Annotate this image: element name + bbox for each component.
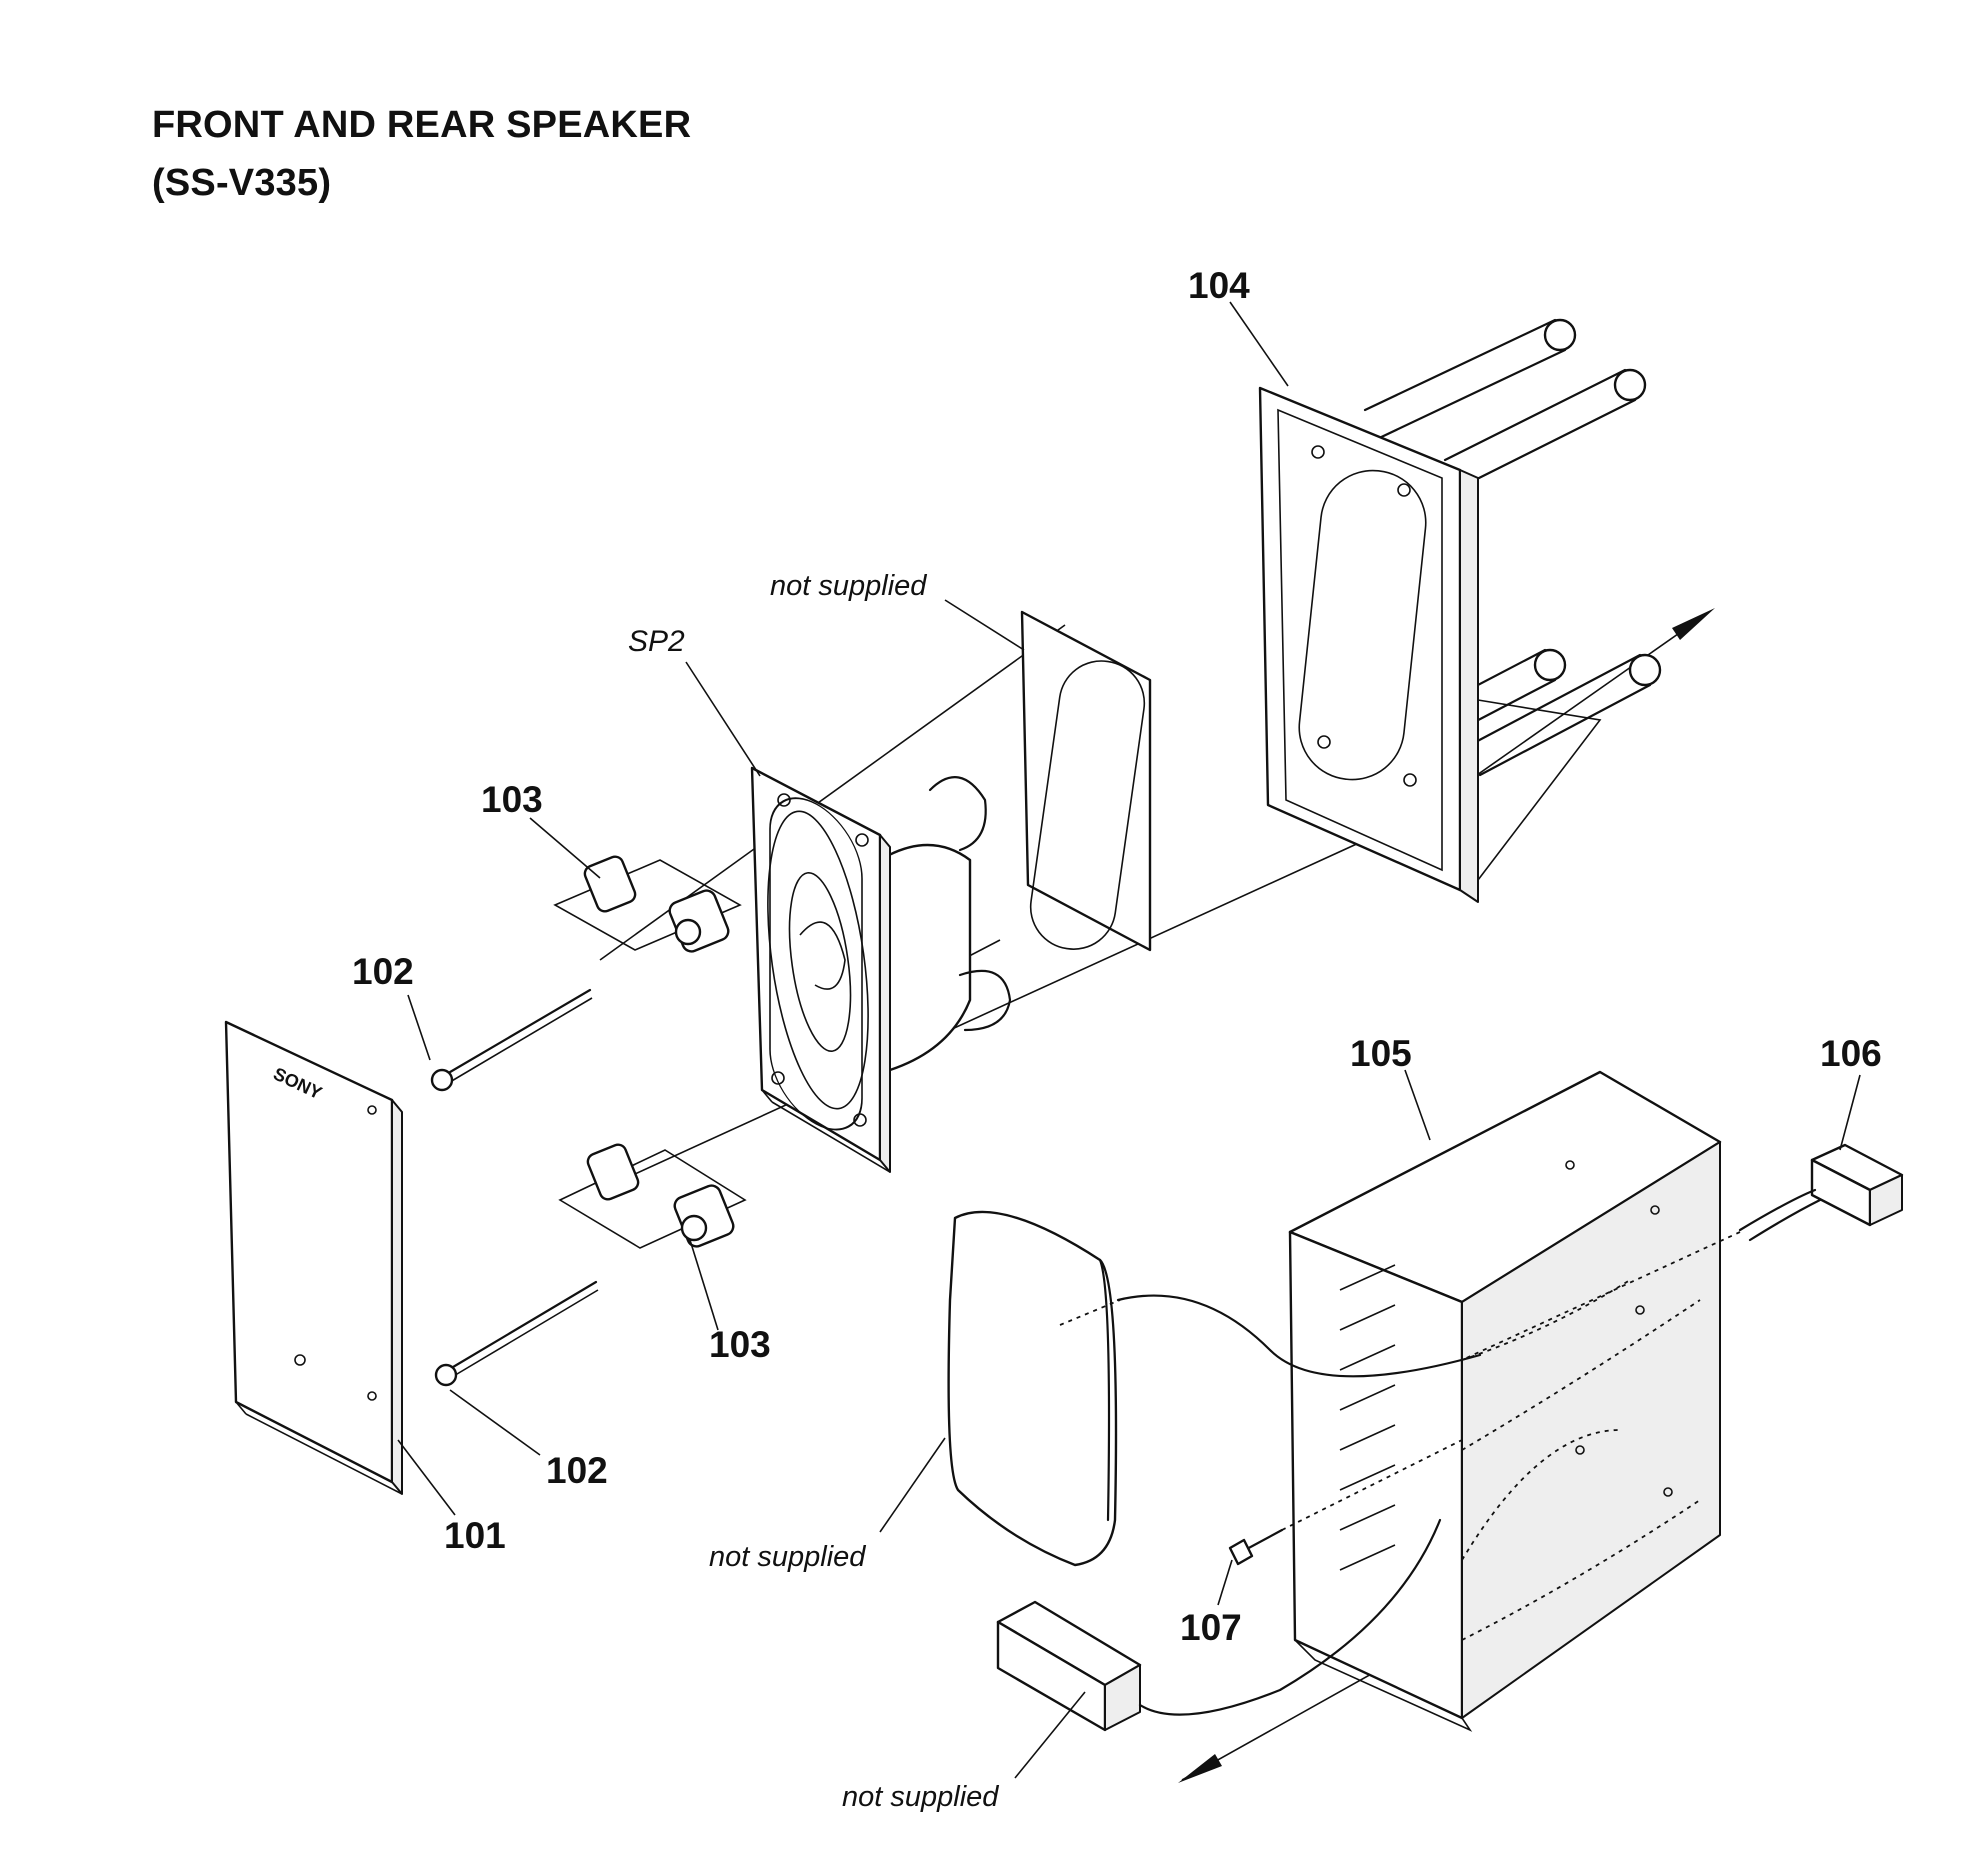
callout-104: 104 [1188,265,1250,306]
callout-102-lower: 102 [546,1450,608,1491]
part-gasket-not-supplied [1020,610,1152,952]
note-gasket-not-supplied: not supplied [770,570,927,602]
part-104-baffle-frame [1258,318,1662,903]
callout-101: 101 [444,1515,506,1556]
part-foam-pad-not-supplied [947,1210,1118,1567]
leader-lines [397,301,1861,1779]
part-block-not-supplied [996,1600,1142,1732]
part-sp2-speaker-unit [750,766,1012,1173]
part-102-screw-upper [430,988,593,1092]
note-foam-not-supplied: not supplied [709,1541,866,1573]
diagram-title: FRONT AND REAR SPEAKER [152,104,692,146]
direction-arrow-lower [1178,1754,1222,1783]
part-103-spacer-lower [558,1143,747,1249]
part-105-cabinet [1059,1070,1722,1732]
callout-107: 107 [1180,1607,1242,1648]
cabinet-slats [1339,1264,1396,1571]
part-107-screw [1228,1439,1463,1566]
ref-sp2: SP2 [628,625,685,658]
part-106-terminal [1461,1143,1904,1361]
direction-arrow-upper [1672,608,1715,640]
callout-102-upper: 102 [352,951,414,992]
callout-105: 105 [1350,1033,1412,1074]
callout-labels: 104 103 102 105 106 103 102 101 107 SP2 … [352,265,1882,1813]
part-101-front-grille: SONY [224,1020,403,1495]
callout-106: 106 [1820,1033,1882,1074]
note-block-not-supplied: not supplied [842,1781,999,1813]
part-102-screw-lower [434,1280,599,1387]
callout-103-upper: 103 [481,779,543,820]
part-103-spacer-upper [553,855,742,953]
callout-103-lower: 103 [709,1324,771,1365]
model-number: (SS-V335) [152,162,332,204]
